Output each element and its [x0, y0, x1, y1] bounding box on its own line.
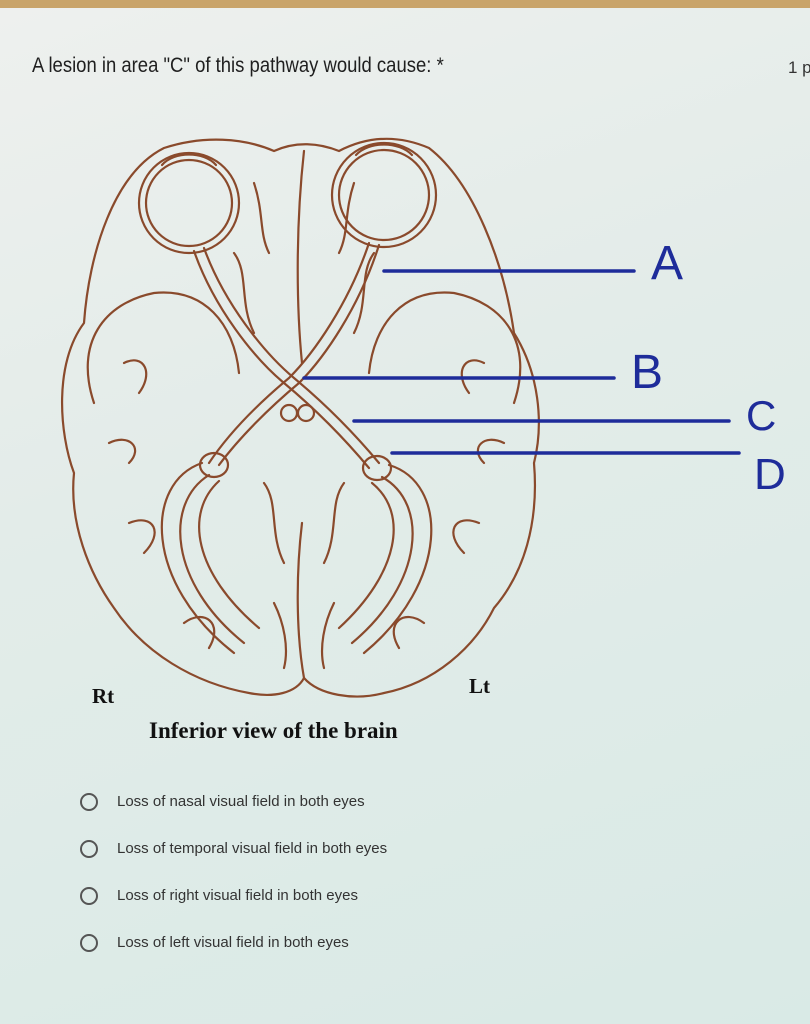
- required-marker: *: [436, 54, 444, 77]
- left-optic-radiation: [337, 463, 433, 655]
- left-eye-inner: [337, 148, 431, 242]
- option-left-field-loss[interactable]: Loss of left visual field in both eyes: [80, 919, 680, 966]
- option-label: Loss of left visual field in both eyes: [117, 934, 349, 951]
- gyrus: [262, 481, 346, 670]
- brain-diagram-svg: A B C D Rt Lt Inferior view of the brain: [60, 137, 786, 743]
- left-optic-nerve: [207, 241, 371, 465]
- marker-c: C: [746, 392, 776, 439]
- right-eye-lens: [160, 153, 218, 167]
- radio-button[interactable]: [80, 933, 98, 952]
- gyrus: [107, 359, 216, 650]
- question-text: A lesion in area "C" of this pathway wou…: [32, 54, 432, 77]
- midline: [296, 149, 306, 680]
- question-title: A lesion in area "C" of this pathway wou…: [32, 54, 444, 78]
- label-left: Lt: [469, 674, 490, 698]
- gyrus: [392, 359, 506, 650]
- diagram-caption: Inferior view of the brain: [149, 718, 398, 743]
- label-right: Rt: [92, 684, 114, 708]
- right-eye-inner: [144, 158, 234, 248]
- marker-d: D: [754, 450, 786, 499]
- marker-a: A: [651, 237, 683, 290]
- brain-outline: [60, 137, 540, 698]
- option-right-field-loss[interactable]: Loss of right visual field in both eyes: [80, 872, 680, 919]
- left-eye: [330, 141, 438, 249]
- radio-button[interactable]: [80, 886, 98, 905]
- top-strip: [0, 0, 810, 8]
- left-optic-nerve-inner: [217, 243, 381, 467]
- question-card: A lesion in area "C" of this pathway wou…: [0, 8, 810, 1024]
- left-eye-lens: [354, 143, 414, 157]
- marker-b: B: [631, 346, 663, 399]
- option-nasal-loss[interactable]: Loss of nasal visual field in both eyes: [80, 778, 680, 825]
- radio-button[interactable]: [80, 792, 98, 811]
- chiasm-structure: [296, 403, 316, 423]
- right-eye: [137, 151, 241, 255]
- brain-diagram: A B C D Rt Lt Inferior view of the brain: [34, 103, 810, 758]
- option-label: Loss of nasal visual field in both eyes: [117, 793, 365, 810]
- right-lateral-geniculate: [198, 451, 230, 479]
- points-label: 1 p: [788, 58, 810, 77]
- left-lateral-geniculate: [361, 454, 393, 482]
- right-temporal-lobe: [86, 291, 241, 405]
- option-temporal-loss[interactable]: Loss of temporal visual field in both ey…: [80, 825, 680, 872]
- option-label: Loss of right visual field in both eyes: [117, 887, 358, 904]
- option-label: Loss of temporal visual field in both ey…: [117, 840, 388, 857]
- chiasm-structure: [279, 403, 299, 423]
- answer-options: Loss of nasal visual field in both eyes …: [80, 778, 680, 966]
- radio-button[interactable]: [80, 839, 98, 858]
- gyrus: [232, 181, 376, 335]
- right-optic-nerve: [202, 246, 381, 465]
- left-temporal-lobe: [367, 291, 522, 405]
- right-optic-radiation: [160, 461, 261, 655]
